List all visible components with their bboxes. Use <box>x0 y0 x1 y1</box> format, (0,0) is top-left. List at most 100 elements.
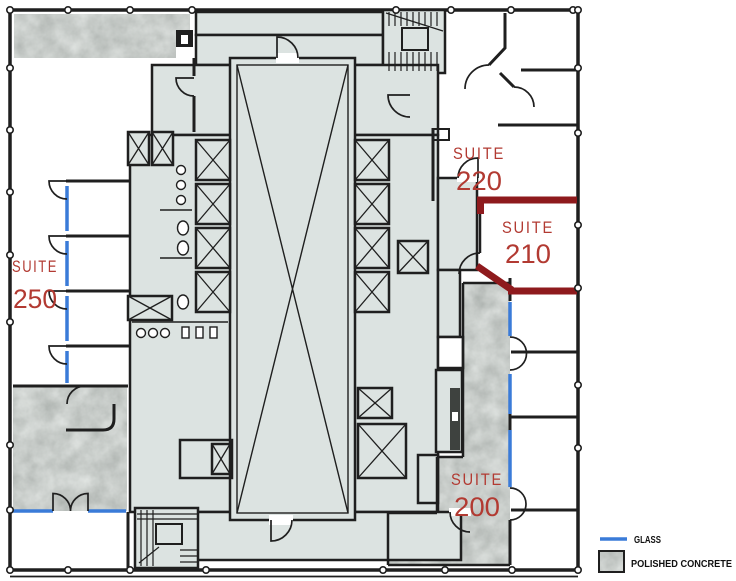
maroon-wall <box>475 196 577 295</box>
legend-concrete-swatch-border <box>598 550 625 573</box>
door-opening <box>269 515 293 525</box>
urinal-fixture <box>209 326 218 339</box>
suite-labels: SUITE 250 SUITE 220 SUITE 210 SUITE 200 <box>12 144 554 522</box>
mullion-dot <box>126 6 135 15</box>
wall-niche <box>432 128 450 141</box>
legend-concrete-swatch <box>599 551 624 572</box>
mullion-dot <box>202 565 211 574</box>
suite-number: 200 <box>454 492 500 522</box>
glass-segments <box>12 186 512 513</box>
suite-word: SUITE <box>451 470 503 489</box>
legend-glass-label: GLASS <box>634 534 661 546</box>
sink-fixture <box>135 327 147 339</box>
glass-walls <box>12 186 512 513</box>
mullion-dot <box>6 64 15 73</box>
elevator-x-marks <box>195 139 231 313</box>
toilet-fixture <box>176 220 190 236</box>
mullion-dot <box>446 6 455 15</box>
stair-landing <box>401 27 429 51</box>
mullion-dot <box>573 129 582 138</box>
shaft-cross-marks <box>236 64 349 514</box>
mullion-dots <box>6 6 582 574</box>
partition-door <box>452 412 458 421</box>
suite-200-side-room <box>416 453 440 505</box>
toilet-fixture <box>176 294 190 310</box>
mullion-dot <box>6 126 15 135</box>
suite-210-label: SUITE 210 <box>502 218 554 269</box>
mullion-dot <box>64 6 73 15</box>
wall-lines <box>13 13 578 571</box>
sink-fixture <box>175 179 187 191</box>
mullion-dot <box>507 565 516 574</box>
polished-concrete-areas <box>13 14 510 565</box>
suite-250-label: SUITE 250 <box>12 257 58 314</box>
east-small-room <box>436 335 465 370</box>
curved-wall <box>66 404 116 432</box>
suite-200-partition <box>450 388 460 450</box>
mullion-dot <box>573 64 582 73</box>
service-shaft-x-marks <box>127 131 429 479</box>
mullion-dot <box>6 188 15 197</box>
suite-number: 210 <box>505 239 551 269</box>
mullion-dot <box>573 221 582 230</box>
mullion-dot <box>6 251 15 260</box>
legend-glass-item: GLASS <box>600 534 661 546</box>
elevator-bank-right <box>353 138 391 314</box>
service-shafts <box>126 130 430 480</box>
storage-room <box>178 438 234 480</box>
concrete-area-suite-200 <box>388 283 510 565</box>
stair-treads-top-right <box>385 12 444 71</box>
stair-landing <box>155 523 183 545</box>
suite-number: 250 <box>13 284 57 314</box>
core-east-sliver <box>436 268 462 339</box>
sink-fixture <box>147 327 159 339</box>
mullion-dot <box>573 283 582 292</box>
toilet-fixture <box>176 240 190 256</box>
door-opening <box>457 174 477 182</box>
mullion-dot <box>64 565 73 574</box>
elevator-bank-left <box>194 138 232 314</box>
suite-word: SUITE <box>453 144 505 163</box>
legend-concrete-item: POLISHED CONCRETE <box>598 550 732 573</box>
mullion-dot <box>6 565 15 574</box>
mullion-dot <box>440 565 449 574</box>
suite-word: SUITE <box>502 218 554 237</box>
suite-220-label: SUITE 220 <box>453 144 505 196</box>
wall-lines <box>386 213 510 567</box>
mullion-dot <box>573 443 582 452</box>
urinal-fixture <box>181 326 190 339</box>
mullion-dot <box>391 6 400 15</box>
mullion-dot <box>573 380 582 389</box>
elevator-x-marks <box>354 139 390 313</box>
door-openings <box>269 53 477 525</box>
suite-210-highlight-walls <box>475 196 577 295</box>
mechanical-room <box>194 10 385 37</box>
stair-tread-lines <box>385 12 444 71</box>
mullion-dot <box>6 317 15 326</box>
mullion-dot <box>6 505 15 514</box>
concrete-area-top-left <box>14 14 190 58</box>
sink-fixture <box>175 194 187 206</box>
concrete-area-bottom-left <box>13 386 127 511</box>
door-opening <box>449 508 471 516</box>
mullion-dot <box>6 6 15 15</box>
stair-treads-bottom-left <box>137 510 197 566</box>
restroom-fixtures <box>132 164 228 339</box>
stair-tread-lines <box>137 510 197 566</box>
suite-number: 220 <box>456 166 502 196</box>
door-arc <box>48 36 535 542</box>
suite-200-label: SUITE 200 <box>451 470 503 522</box>
mullion-dot <box>573 565 582 574</box>
mullion-dot <box>573 6 582 15</box>
mullion-dot <box>126 565 135 574</box>
legend-concrete-label: POLISHED CONCRETE <box>631 558 732 570</box>
pilaster-window <box>181 35 188 44</box>
door-opening <box>276 53 299 63</box>
mullion-dot <box>188 6 197 15</box>
suite-word: SUITE <box>12 257 58 276</box>
shaft-inner-wall <box>236 64 349 514</box>
interior-walls <box>13 13 578 571</box>
stairwell-top-right <box>381 8 447 75</box>
